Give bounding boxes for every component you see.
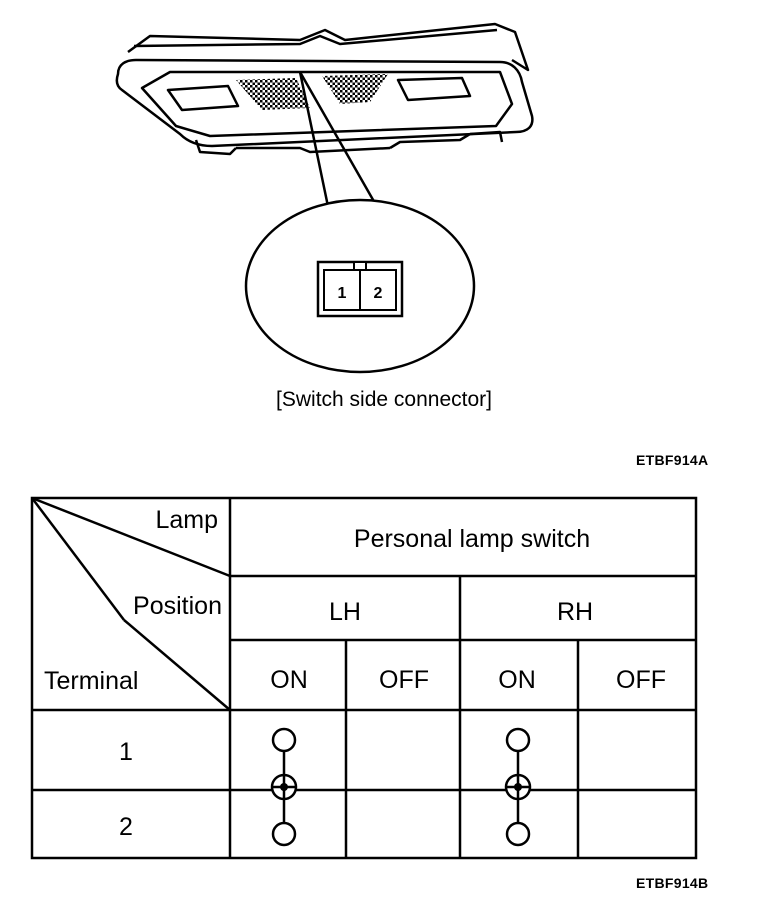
connector-pin-1: 1 [338, 285, 347, 302]
connector-caption: [Switch side connector] [276, 388, 492, 411]
left-switch-grille [236, 78, 310, 110]
terminal-node [271, 821, 297, 847]
table-code: ETBF914B [636, 875, 709, 891]
position-rh: RH [557, 598, 593, 626]
terminal-node [505, 821, 531, 847]
right-lamp-lens [396, 76, 472, 102]
corner-label-terminal: Terminal [44, 667, 138, 695]
state-lh-off: OFF [379, 666, 429, 694]
callout-pointer [298, 71, 382, 217]
continuity-rh-on [504, 727, 532, 847]
state-rh-on: ON [498, 666, 536, 694]
terminal-1: 1 [119, 738, 133, 766]
terminal-2: 2 [119, 813, 133, 841]
continuity-table: Lamp Position Terminal Personal lamp swi… [30, 496, 698, 860]
right-switch-grille [322, 74, 388, 104]
lamp-connector-illustration: 1 2 [115, 22, 534, 374]
state-lh-on: ON [270, 666, 308, 694]
corner-label-lamp: Lamp [155, 506, 218, 534]
switch-side-connector: 1 2 [316, 260, 404, 318]
corner-label-position: Position [133, 592, 222, 620]
connector-pin-2: 2 [374, 285, 383, 302]
left-lamp-lens [166, 84, 240, 112]
position-lh: LH [329, 598, 361, 626]
state-rh-off: OFF [616, 666, 666, 694]
continuity-lh-on [270, 727, 298, 847]
figure-code: ETBF914A [636, 452, 709, 468]
terminal-node [505, 727, 531, 753]
terminal-node [271, 727, 297, 753]
table-grid [30, 496, 698, 860]
header-title: Personal lamp switch [354, 525, 590, 553]
